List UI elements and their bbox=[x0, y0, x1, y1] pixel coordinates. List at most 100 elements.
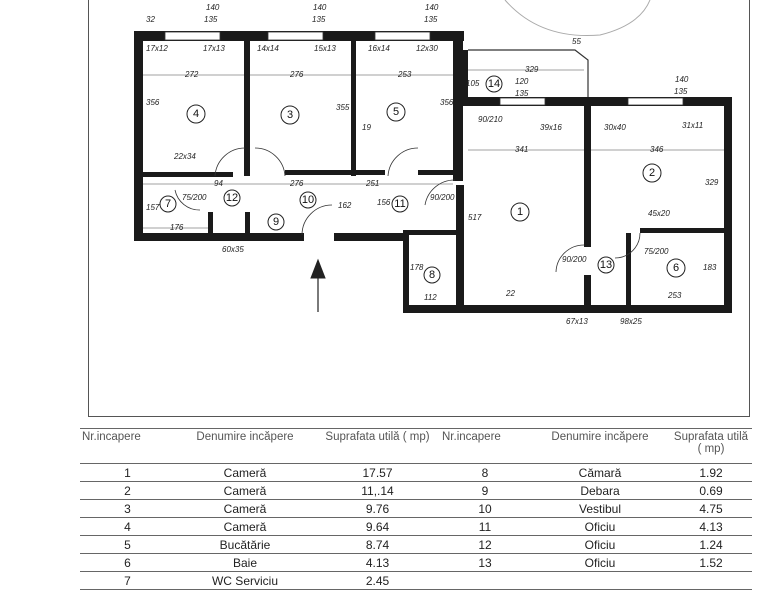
cell-n2: 12 bbox=[440, 535, 530, 554]
cell-area1: 11,.14 bbox=[315, 481, 440, 500]
dim-label: 75/200 bbox=[644, 247, 669, 256]
dim-label: 183 bbox=[703, 263, 717, 272]
dim-label: 14x14 bbox=[257, 44, 279, 53]
dim-label: 253 bbox=[667, 291, 682, 300]
dim-label: 329 bbox=[705, 178, 719, 187]
dim-label: 135 bbox=[424, 15, 438, 24]
dim-label: 346 bbox=[650, 145, 664, 154]
dim-label: 135 bbox=[674, 87, 688, 96]
dim-label: 17x13 bbox=[203, 44, 225, 53]
room-number-10: 10 bbox=[302, 194, 314, 206]
room-number-7: 7 bbox=[165, 198, 171, 210]
cell-name2: Oficiu bbox=[530, 553, 670, 572]
dim-label: 67x13 bbox=[566, 317, 588, 326]
cell-area1: 4.13 bbox=[315, 553, 440, 572]
dim-label: 90/210 bbox=[478, 115, 503, 124]
cell-area1: 17.57 bbox=[315, 463, 440, 482]
cell-area2: 1.92 bbox=[670, 463, 752, 482]
dim-label: 276 bbox=[289, 70, 304, 79]
room-number-11: 11 bbox=[394, 198, 405, 210]
cell-name1: Cameră bbox=[175, 499, 315, 518]
dim-label: 112 bbox=[424, 293, 437, 302]
dim-label: 90/200 bbox=[430, 193, 455, 202]
cell-area2: 0.69 bbox=[670, 481, 752, 500]
dim-label: 105 bbox=[466, 79, 480, 88]
header-area: Suprafata utilă ( mp) bbox=[315, 428, 440, 464]
dim-label: 253 bbox=[397, 70, 412, 79]
room-number-3: 3 bbox=[287, 109, 293, 121]
cell-n1: 7 bbox=[80, 571, 175, 590]
cell-area2: 4.75 bbox=[670, 499, 752, 518]
dim-label: 22 bbox=[505, 289, 515, 298]
dim-label: 176 bbox=[170, 223, 184, 232]
cell-area1: 9.76 bbox=[315, 499, 440, 518]
dimension-lines bbox=[143, 69, 724, 229]
room-number-2: 2 bbox=[649, 167, 655, 179]
cell-n1: 4 bbox=[80, 517, 175, 536]
dim-label: 355 bbox=[336, 103, 350, 112]
dim-label: 22x34 bbox=[173, 152, 196, 161]
dim-label: 135 bbox=[204, 15, 218, 24]
cell-n2: 11 bbox=[440, 517, 530, 536]
cell-name2: Cămară bbox=[530, 463, 670, 482]
table-header: Nr.incapere Denumire incăpere Suprafata … bbox=[80, 428, 752, 464]
dim-label: 39x16 bbox=[540, 123, 562, 132]
balcony-outline bbox=[468, 49, 589, 97]
cell-name2: Oficiu bbox=[530, 517, 670, 536]
dim-label: 17x12 bbox=[146, 44, 168, 53]
room-number-13: 13 bbox=[600, 259, 612, 271]
room-number-1: 1 bbox=[517, 206, 523, 218]
dim-label: 140 bbox=[425, 3, 439, 12]
windows bbox=[164, 31, 684, 106]
dim-label: 12x30 bbox=[416, 44, 438, 53]
cell-n2: 10 bbox=[440, 499, 530, 518]
dim-label: 75/200 bbox=[182, 193, 207, 202]
dim-label: 19 bbox=[362, 123, 371, 132]
dim-label: 15x13 bbox=[314, 44, 336, 53]
floor-plan: 1 2 3 4 5 6 7 8 9 10 11 12 13 14 140 135… bbox=[134, 0, 732, 326]
cell-area2: 1.52 bbox=[670, 553, 752, 572]
room-number-9: 9 bbox=[273, 216, 279, 228]
cell-name2 bbox=[530, 571, 670, 590]
cell-area1: 9.64 bbox=[315, 517, 440, 536]
cell-name2: Oficiu bbox=[530, 535, 670, 554]
dim-label: 251 bbox=[365, 179, 379, 188]
door-swings bbox=[174, 147, 641, 273]
cell-n1: 1 bbox=[80, 463, 175, 482]
cell-n1: 3 bbox=[80, 499, 175, 518]
room-number-8: 8 bbox=[429, 269, 435, 281]
dim-label: 157 bbox=[146, 203, 160, 212]
cell-name1: Cameră bbox=[175, 463, 315, 482]
room-number-5: 5 bbox=[393, 106, 399, 118]
cell-name1: Cameră bbox=[175, 517, 315, 536]
dim-label: 32 bbox=[146, 15, 155, 24]
cell-name2: Debara bbox=[530, 481, 670, 500]
dim-label: 517 bbox=[468, 213, 482, 222]
dim-label: 272 bbox=[184, 70, 199, 79]
cell-area2: 1.24 bbox=[670, 535, 752, 554]
header-area-2: Suprafata utilă ( mp) bbox=[670, 428, 752, 464]
cell-area2 bbox=[670, 571, 752, 590]
dim-label: 341 bbox=[515, 145, 528, 154]
cell-n1: 5 bbox=[80, 535, 175, 554]
cell-n2 bbox=[440, 571, 530, 590]
dim-label: 55 bbox=[572, 37, 581, 46]
dimension-labels: 140 135 140 135 140 135 140 135 120 135 … bbox=[146, 3, 719, 326]
header-nr: Nr.incapere bbox=[80, 428, 175, 464]
cell-area1: 8.74 bbox=[315, 535, 440, 554]
dim-label: 135 bbox=[515, 89, 529, 98]
rooms-table: Nr.incapere Denumire incăpere Suprafata … bbox=[80, 428, 752, 590]
dim-label: 135 bbox=[312, 15, 326, 24]
dim-label: 30x40 bbox=[604, 123, 626, 132]
cell-area1: 2.45 bbox=[315, 571, 440, 590]
dim-label: 140 bbox=[313, 3, 327, 12]
dim-label: 162 bbox=[338, 201, 352, 210]
cell-n2: 9 bbox=[440, 481, 530, 500]
room-number-6: 6 bbox=[673, 262, 679, 274]
cell-n1: 6 bbox=[80, 553, 175, 572]
cell-name2: Vestibul bbox=[530, 499, 670, 518]
